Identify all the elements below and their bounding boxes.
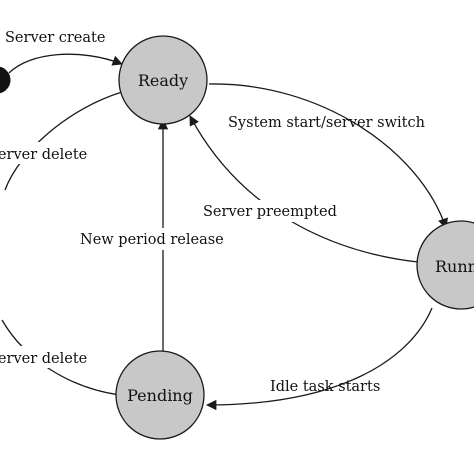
state-ready [118, 35, 208, 125]
label-server-create: Server create [5, 30, 105, 46]
edge-system-start [208, 83, 448, 229]
edge-server-create [8, 53, 123, 74]
start-node [0, 66, 11, 94]
label-idle-task-starts: Idle task starts [270, 379, 380, 395]
state-running-label: Running [435, 257, 474, 276]
label-server-preempted: Server preempted [203, 204, 337, 220]
state-running [416, 220, 474, 310]
server-preempted-label-bg [200, 200, 368, 222]
edge-server-delete-from-ready [4, 91, 123, 191]
edge-server-delete-from-pending [1, 319, 121, 396]
state-pending-label: Pending [127, 386, 193, 405]
label-server-delete-bottom: Server delete [0, 351, 87, 367]
state-pending [115, 350, 205, 440]
state-ready-label: Ready [138, 71, 188, 90]
server-delete-bottom-label-bg [0, 346, 66, 368]
label-server-delete-top: Server delete [0, 147, 87, 163]
label-system-start: System start/server switch [228, 115, 425, 131]
label-new-period-release: New period release [80, 232, 224, 248]
new-period-label-bg [78, 228, 232, 250]
server-delete-top-label-bg [0, 142, 66, 164]
edge-idle-task-starts [205, 307, 433, 411]
